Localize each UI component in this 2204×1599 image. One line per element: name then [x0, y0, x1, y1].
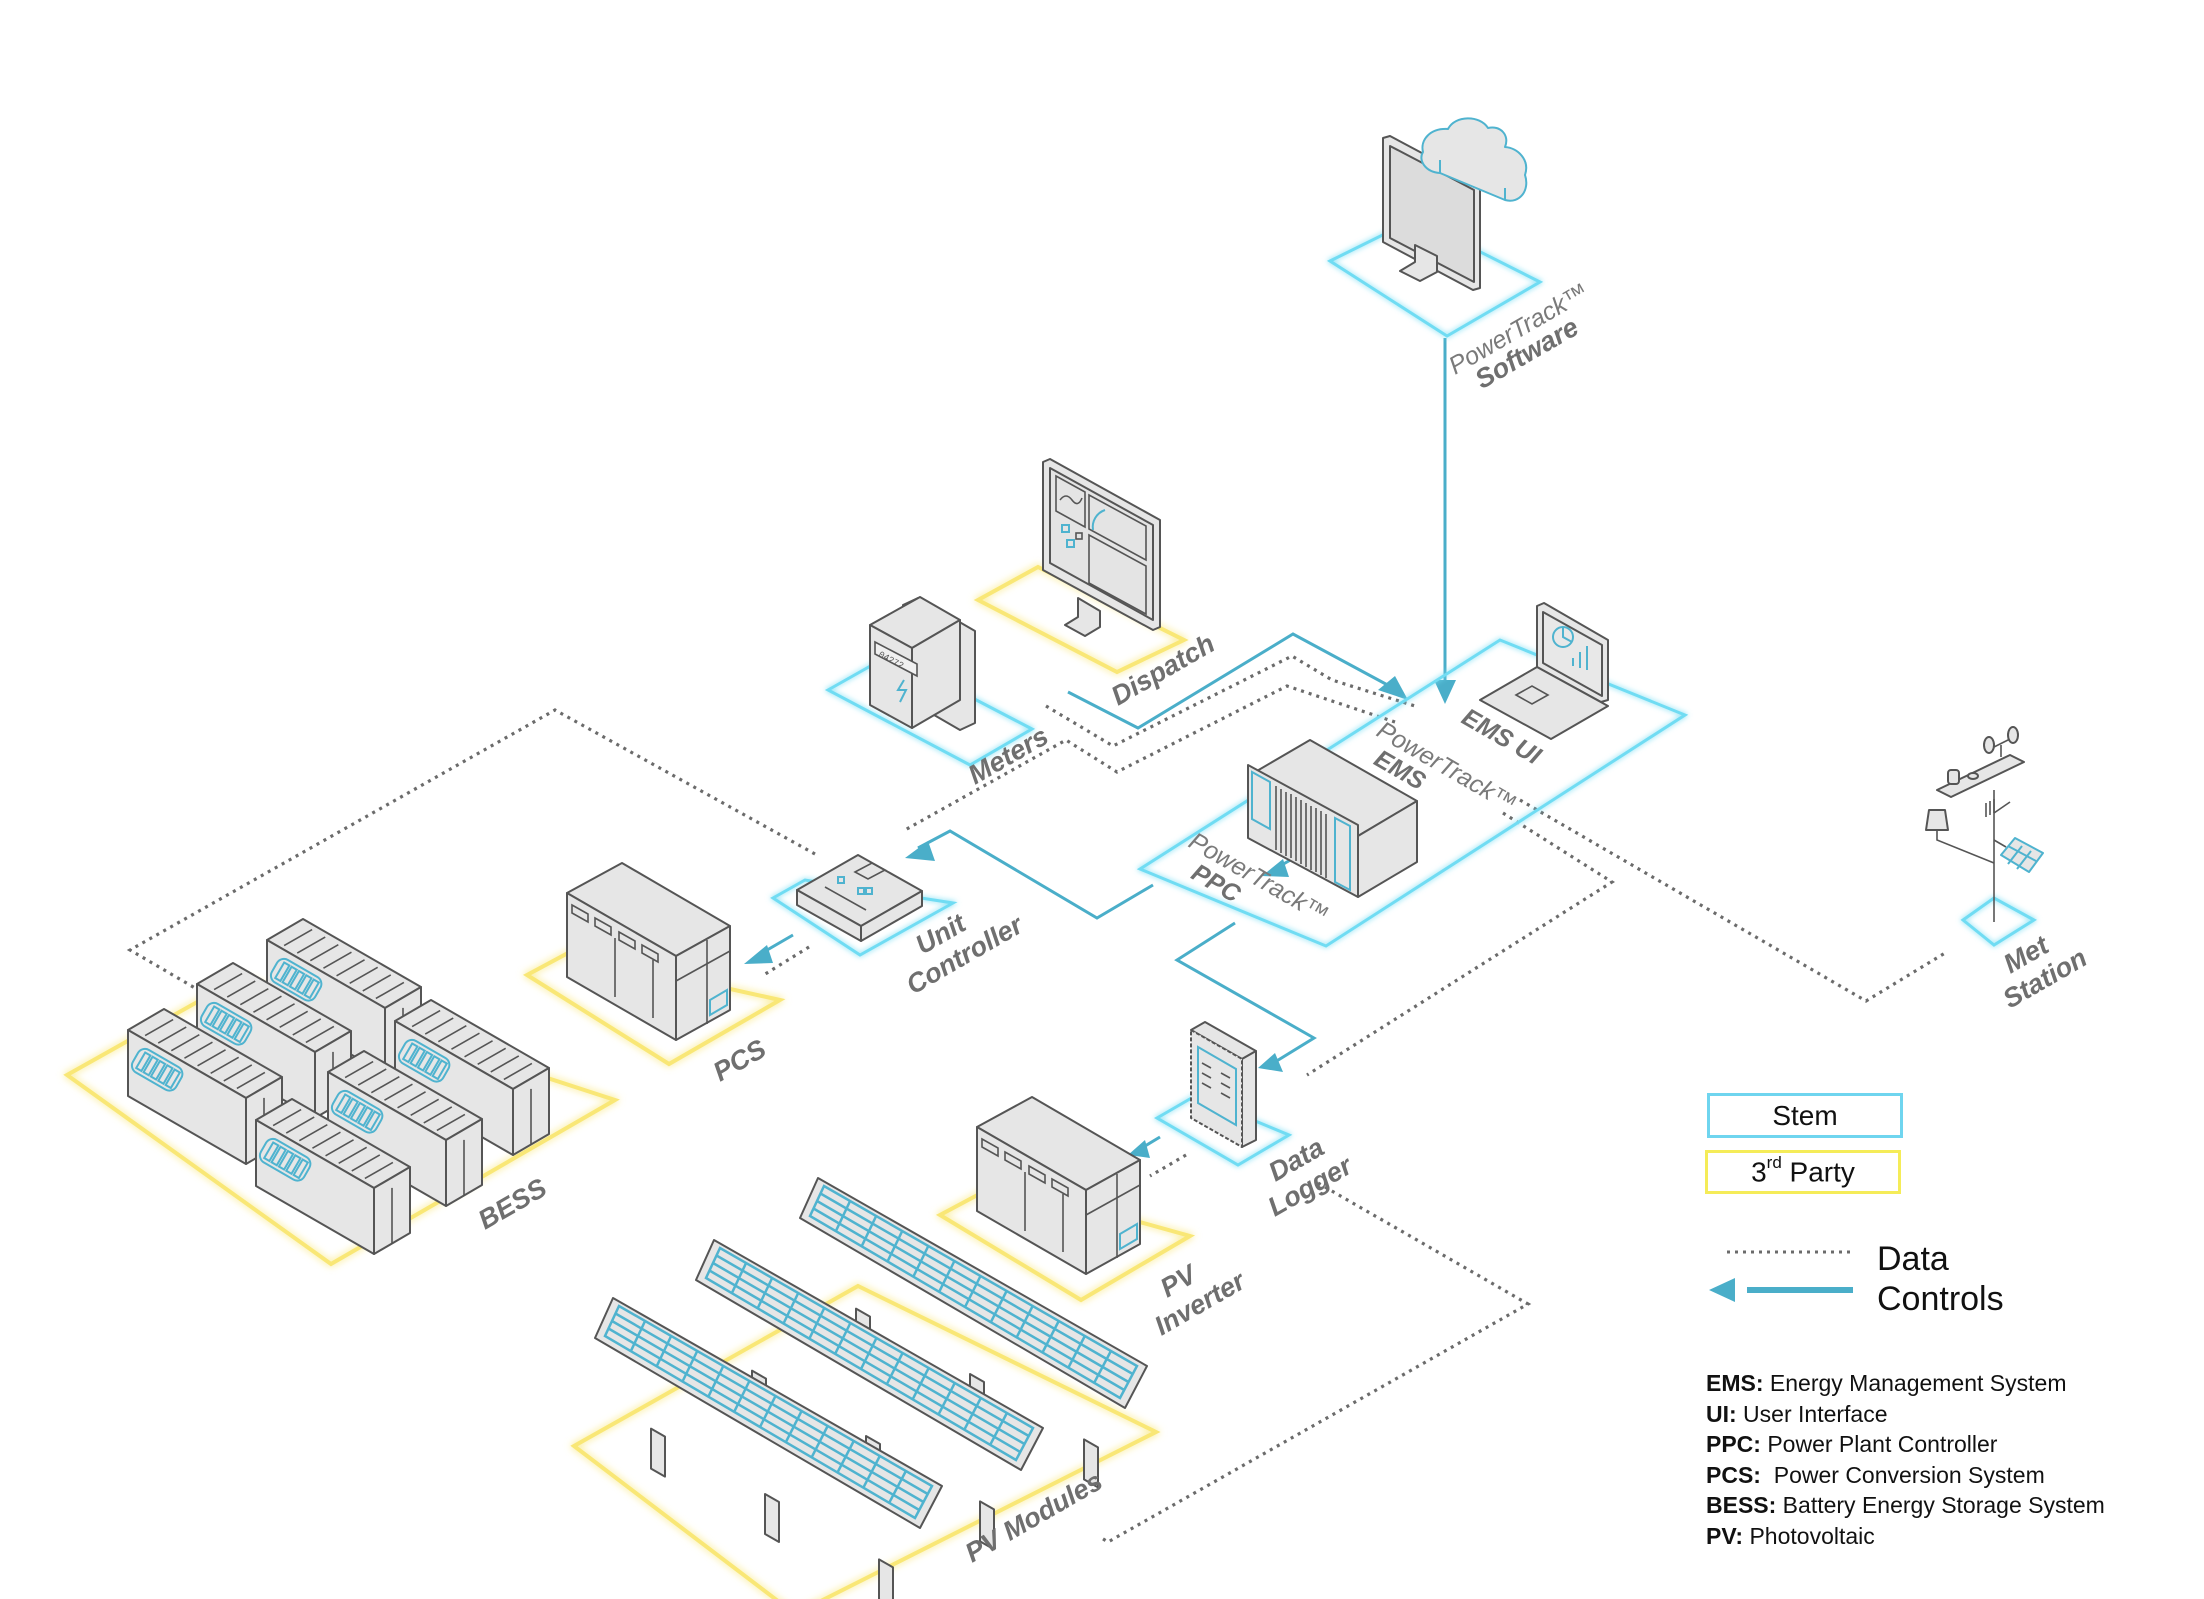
met-station-icon	[1925, 726, 2044, 922]
abbreviation-term: PPC:	[1706, 1431, 1761, 1457]
abbreviation-definition: Power Plant Controller	[1760, 1431, 1998, 1457]
ems-ppc-server-icon	[1247, 739, 1418, 898]
data-line-datalogger-pvinverter	[1149, 1153, 1187, 1178]
abbreviation-definition: Power Conversion System	[1760, 1461, 2045, 1488]
pad-pvmodules	[570, 1283, 1161, 1599]
abbreviation-row: UI: User Interface	[1706, 1399, 2105, 1430]
solar-panel	[799, 1177, 1148, 1489]
connections	[126, 338, 1946, 1544]
pad-pcs	[523, 950, 786, 1067]
abbreviation-definition: Battery Energy Storage System	[1776, 1492, 2105, 1518]
pcs-label: PCS	[708, 1033, 771, 1087]
data-line-ems-datalogger	[1306, 811, 1615, 1077]
pad-unitctrl	[770, 878, 958, 957]
data-line-ems-metstation	[1519, 798, 1946, 1003]
pad-dispatch	[973, 564, 1189, 675]
ems-ui-laptop-icon	[1479, 602, 1609, 740]
arrowhead-icon	[1128, 1140, 1150, 1158]
abbreviation-definition: User Interface	[1736, 1400, 1888, 1427]
legend-controls-label: Controls	[1877, 1280, 2004, 1318]
control-line-ppc-unitctrl	[917, 829, 1154, 920]
data-line-unitctrl-pcs	[761, 945, 810, 978]
legend-data-label: Data	[1877, 1240, 1949, 1278]
legend-stem: Stem	[1707, 1093, 1903, 1138]
arrowhead-icon	[1258, 1053, 1283, 1072]
abbreviation-definition: Energy Management System	[1763, 1370, 2067, 1396]
arrowhead-icon	[1378, 676, 1408, 700]
bess-label: BESS	[473, 1172, 552, 1235]
legend-third-party-label: 3rd Party	[1751, 1152, 1855, 1188]
pad-ems	[1136, 638, 1689, 948]
arrowhead-icon	[1262, 859, 1289, 877]
solar-panel	[594, 1297, 943, 1599]
pv-inverter-icon	[976, 1096, 1141, 1275]
pad-metstation	[1960, 896, 2037, 947]
software-monitor-cloud-icon	[1382, 117, 1528, 291]
unit-controller-icon	[796, 854, 923, 942]
pad-bess	[63, 975, 620, 1267]
abbreviation-term: UI:	[1706, 1400, 1737, 1427]
abbreviation-term: BESS:	[1706, 1492, 1777, 1518]
legend-stem-label: Stem	[1772, 1099, 1838, 1131]
abbreviation-term: EMS:	[1706, 1370, 1764, 1396]
abbreviation-definition: Photovoltaic	[1743, 1522, 1875, 1549]
battery-container	[255, 1098, 411, 1255]
pad-datalogger	[1154, 1094, 1293, 1167]
control-line-ppc-datalogger	[1174, 921, 1317, 1064]
data-line-meters-ems-1	[1045, 654, 1416, 748]
arrowhead-icon	[744, 945, 773, 964]
pcs-cabinet-icon	[566, 862, 731, 1041]
pads	[63, 217, 2037, 1599]
abbreviation-term: PCS:	[1706, 1461, 1761, 1488]
arrowhead-icon	[905, 841, 935, 861]
abbreviation-row: EMS: Energy Management System	[1706, 1368, 2105, 1399]
abbreviation-row: PV: Photovoltaic	[1706, 1521, 2105, 1552]
abbreviation-term: PV:	[1706, 1522, 1744, 1549]
legend-lines	[1709, 1250, 1853, 1302]
battery-container	[327, 1050, 483, 1207]
control-line-dispatch-ems	[1067, 632, 1396, 730]
abbreviation-row: PPC: Power Plant Controller	[1706, 1429, 2105, 1460]
bess-containers-icon	[127, 918, 550, 1255]
legend-third-party: 3rd Party	[1705, 1150, 1901, 1194]
data-line-ems-unitctrl	[904, 684, 1396, 832]
pv-modules-icon	[594, 1177, 1148, 1599]
meter-icon: 04272	[869, 596, 976, 731]
dispatch-monitor-icon	[1042, 458, 1161, 637]
battery-container	[394, 999, 550, 1156]
data-line-datalogger-pvmodules	[1099, 1181, 1532, 1544]
legend-controls-arrow-icon	[1709, 1278, 1735, 1302]
abbreviation-row: PCS: Power Conversion System	[1706, 1460, 2105, 1491]
abbreviation-row: BESS: Battery Energy Storage System	[1706, 1490, 2105, 1521]
arrowhead-icon	[1434, 680, 1456, 704]
data-logger-icon	[1190, 1021, 1257, 1148]
